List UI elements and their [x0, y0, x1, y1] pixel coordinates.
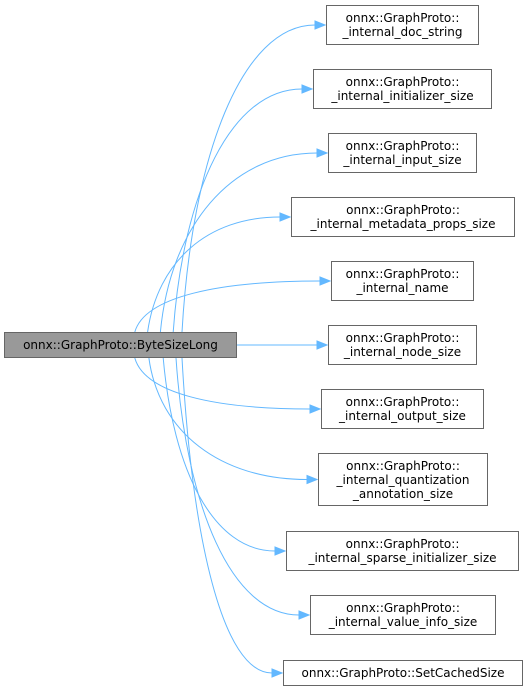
callee-node-internal-value-info-size[interactable]: onnx::GraphProto:: _internal_value_info_… — [310, 595, 496, 635]
arrowhead-9 — [298, 610, 311, 620]
arrowhead-0 — [314, 20, 327, 30]
arrowhead-10 — [271, 668, 284, 678]
call-edge-9 — [175, 357, 300, 616]
callee-line-1: onnx::GraphProto:: — [345, 139, 460, 153]
callee-line-3: _annotation_size — [352, 486, 454, 501]
root-node-bytesizelong[interactable]: onnx::GraphProto::ByteSizeLong — [4, 332, 237, 358]
callee-line-2: _internal_input_size — [343, 153, 462, 167]
arrowhead-2 — [316, 148, 329, 158]
callee-line-1: onnx::GraphProto:: — [345, 395, 460, 409]
arrowhead-7 — [306, 474, 319, 485]
callee-node-internal-doc-string[interactable]: onnx::GraphProto:: _internal_doc_string — [326, 5, 479, 45]
call-edge-3 — [147, 216, 281, 333]
call-edge-10 — [181, 357, 273, 674]
call-edge-2 — [159, 152, 318, 333]
call-edge-8 — [162, 357, 276, 552]
callee-line-1: onnx::GraphProto::SetCachedSize — [301, 666, 505, 680]
call-edge-0 — [181, 24, 316, 333]
arrowhead-4 — [319, 276, 332, 286]
arrowhead-3 — [279, 212, 292, 222]
callee-line-2: _internal_name — [356, 281, 449, 295]
call-edge-4 — [134, 280, 321, 333]
callee-line-2: _internal_doc_string — [342, 25, 463, 39]
callee-line-2: _internal_quantization — [336, 472, 470, 487]
callee-line-1: onnx::GraphProto:: — [345, 11, 460, 25]
callee-line-2: _internal_sparse_initializer_size — [308, 551, 497, 565]
callee-line-2: _internal_metadata_props_size — [310, 217, 496, 231]
callee-line-2: _internal_initializer_size — [331, 89, 474, 103]
call-edge-7 — [148, 357, 308, 480]
arrowhead-8 — [274, 546, 287, 556]
callee-line-1: onnx::GraphProto:: — [345, 267, 460, 281]
callee-node-internal-input-size[interactable]: onnx::GraphProto:: _internal_input_size — [328, 133, 477, 173]
arrowhead-1 — [301, 84, 314, 94]
callee-node-internal-node-size[interactable]: onnx::GraphProto:: _internal_node_size — [328, 325, 477, 365]
callee-line-2: _internal_output_size — [339, 409, 466, 423]
callee-node-internal-name[interactable]: onnx::GraphProto:: _internal_name — [331, 261, 474, 301]
root-node-label: onnx::GraphProto::ByteSizeLong — [23, 338, 218, 352]
callee-node-internal-initializer-size[interactable]: onnx::GraphProto:: _internal_initializer… — [313, 69, 492, 109]
callee-line-1: onnx::GraphProto:: — [346, 203, 460, 217]
callee-line-1: onnx::GraphProto:: — [346, 458, 460, 473]
callee-node-internal-sparse-initializer-size[interactable]: onnx::GraphProto:: _internal_sparse_init… — [286, 531, 519, 571]
call-edge-6 — [134, 357, 311, 410]
callee-line-1: onnx::GraphProto:: — [345, 75, 460, 89]
callee-line-2: _internal_value_info_size — [328, 615, 478, 629]
callee-node-internal-output-size[interactable]: onnx::GraphProto:: _internal_output_size — [321, 389, 484, 429]
callee-node-internal-metadata-props-size[interactable]: onnx::GraphProto:: _internal_metadata_pr… — [291, 197, 515, 237]
callee-line-1: onnx::GraphProto:: — [346, 601, 460, 615]
callee-line-1: onnx::GraphProto:: — [345, 537, 460, 551]
callee-node-internal-quantization-annotation-size[interactable]: onnx::GraphProto:: _internal_quantizatio… — [318, 453, 488, 506]
call-edge-1 — [172, 88, 303, 333]
arrowhead-5 — [316, 340, 329, 350]
callee-line-1: onnx::GraphProto:: — [345, 331, 460, 345]
callee-node-setcachedsize[interactable]: onnx::GraphProto::SetCachedSize — [283, 660, 523, 686]
callee-line-2: _internal_node_size — [343, 345, 462, 359]
arrowhead-6 — [309, 404, 322, 414]
